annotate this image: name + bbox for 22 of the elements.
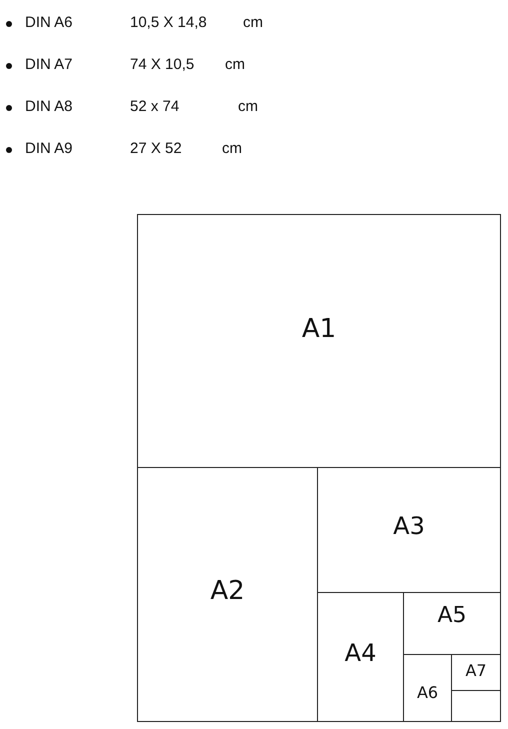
paper-dimensions: 10,5 X 14,8: [130, 14, 207, 31]
unit-label: cm: [222, 140, 242, 157]
paper-format-name: DIN A9: [25, 140, 73, 157]
paper-format-name: DIN A6: [25, 14, 73, 31]
empty-rect: [451, 690, 501, 722]
size-label: A1: [302, 314, 336, 344]
unit-label: cm: [243, 14, 263, 31]
paper-format-name: DIN A8: [25, 98, 73, 115]
size-label: A5: [437, 603, 467, 628]
paper-dimensions: 52 x 74: [130, 98, 180, 115]
paper-dimensions: 74 X 10,5: [130, 56, 194, 73]
size-label: A2: [210, 576, 245, 606]
paper-size-rect: [137, 214, 501, 468]
paper-dimensions: 27 X 52: [130, 140, 182, 157]
paper-format-name: DIN A7: [25, 56, 73, 73]
size-label: A7: [465, 661, 487, 680]
paper-size-rect: [137, 467, 318, 722]
size-label: A4: [344, 639, 376, 667]
size-label: A6: [416, 682, 438, 702]
unit-label: cm: [225, 56, 245, 73]
size-label: A3: [393, 512, 425, 540]
unit-label: cm: [238, 98, 258, 115]
